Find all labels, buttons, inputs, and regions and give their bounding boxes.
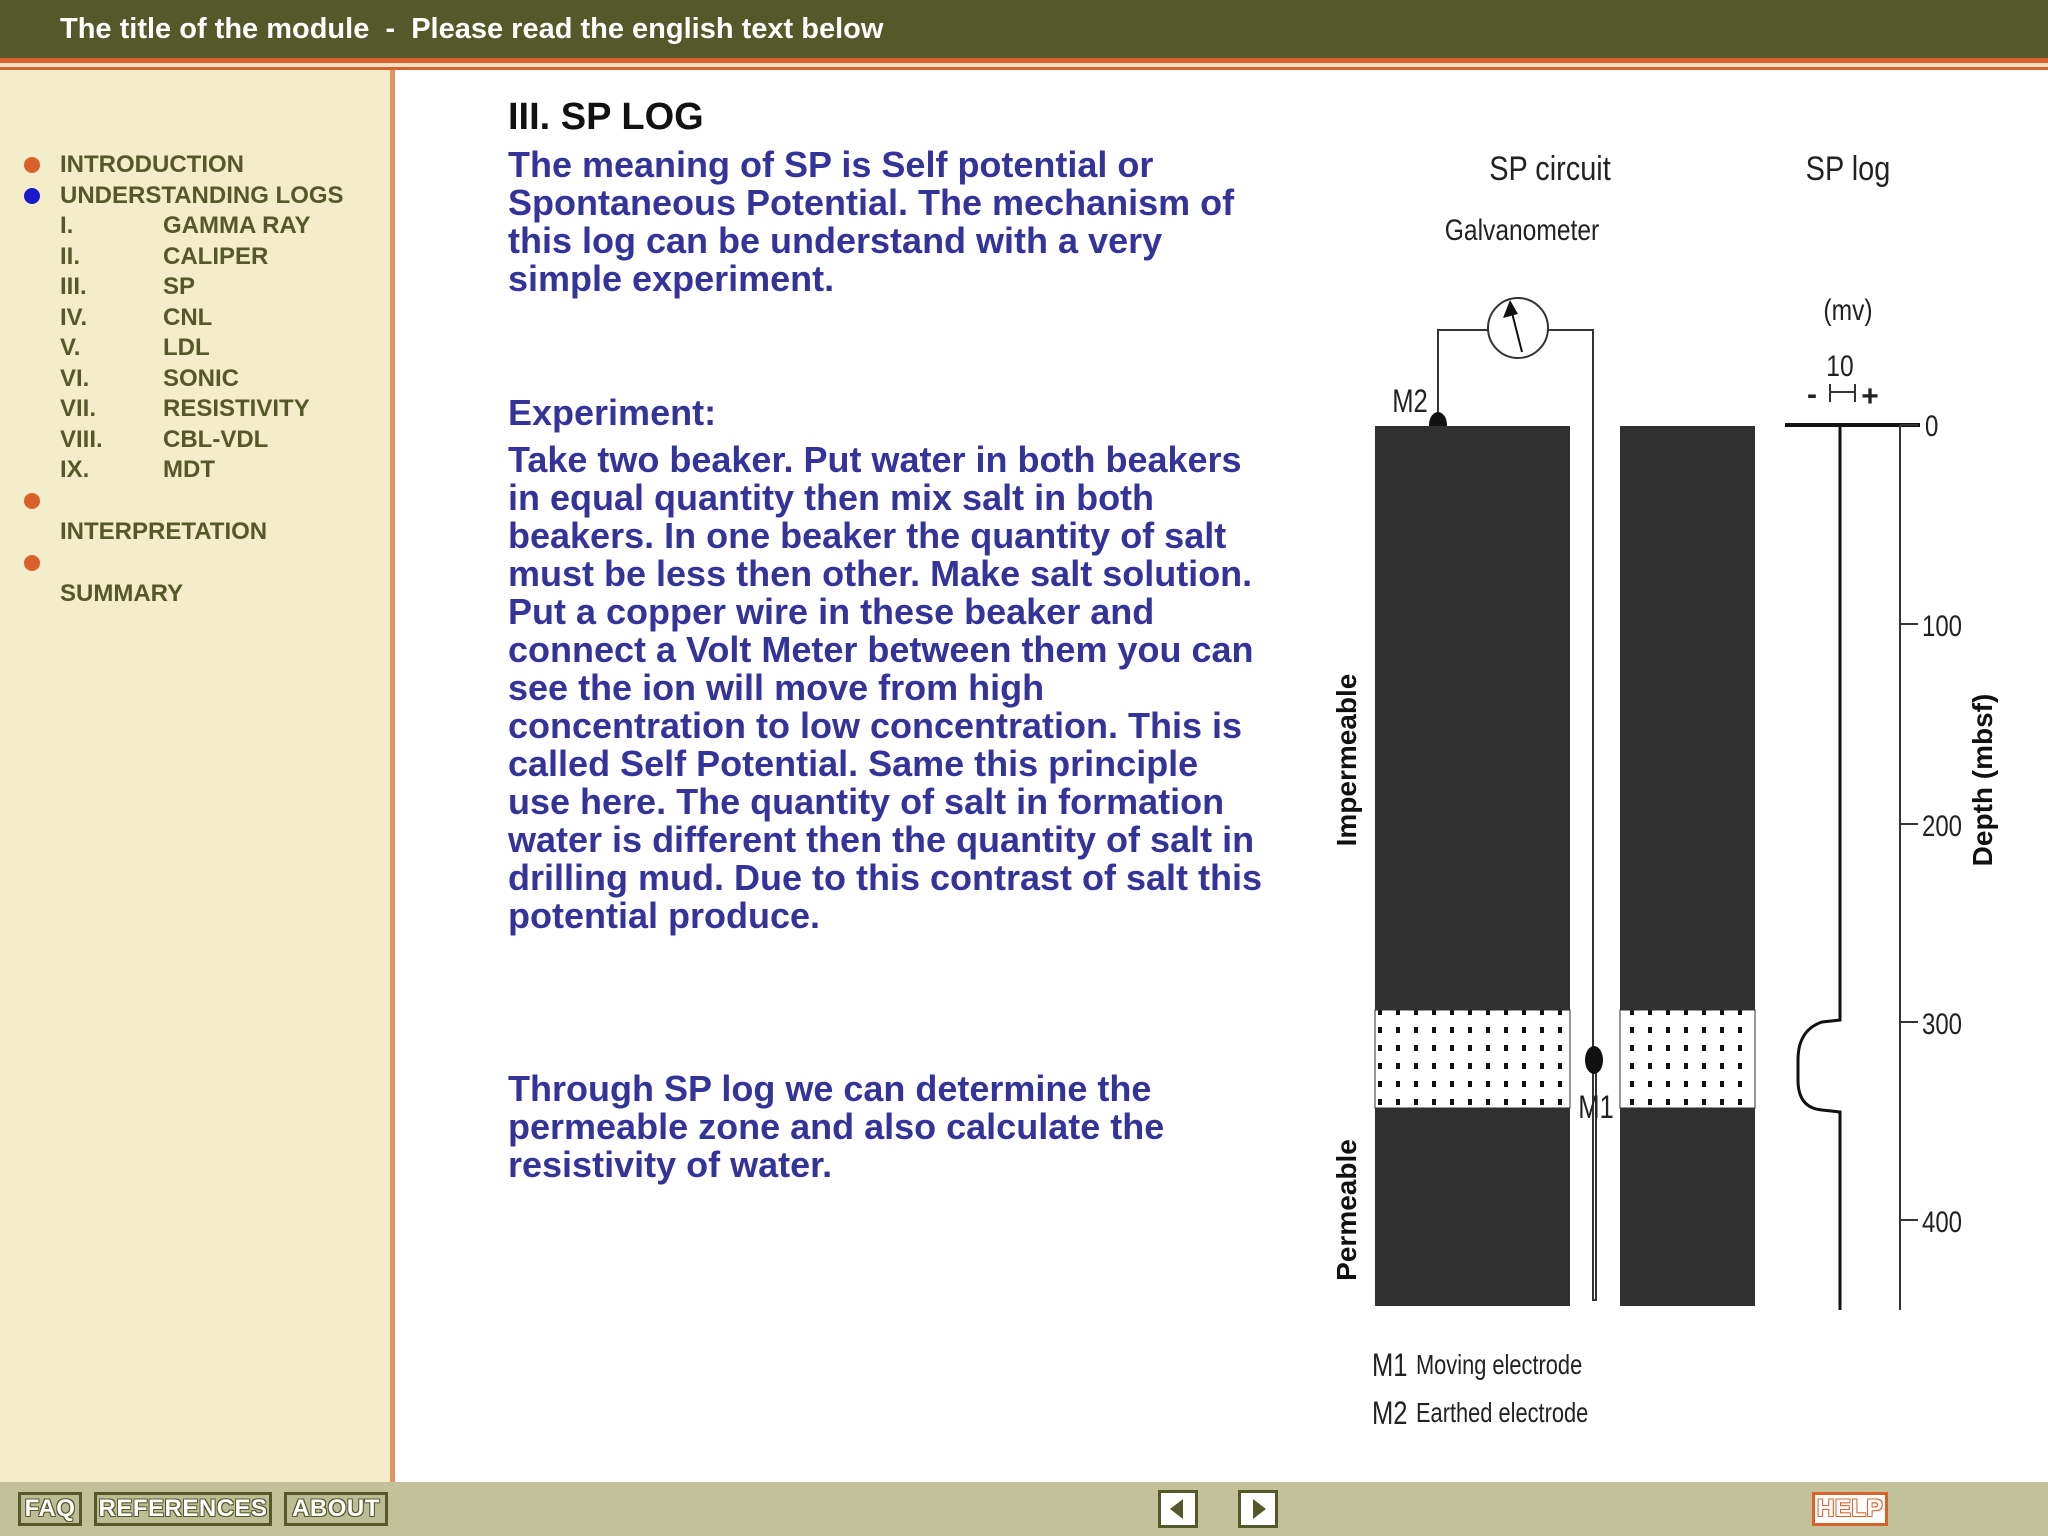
- nav-sub-caliper[interactable]: CALIPER: [163, 243, 269, 270]
- conclusion-paragraph: Through SP log we can determine the perm…: [508, 1068, 1165, 1185]
- depth-tick-label: 200: [1922, 808, 1962, 842]
- circuit-wire-right: [1548, 329, 1597, 1301]
- header-divider: [0, 58, 2048, 63]
- nav-sub-number: III.: [60, 273, 87, 300]
- nav-item-interpretation[interactable]: INTERPRETATION: [60, 518, 268, 545]
- nav-sub-number: IX.: [60, 456, 90, 483]
- experiment-paragraph: Take two beaker. Put water in both beake…: [508, 439, 1263, 936]
- nav-sub-number: V.: [60, 334, 81, 361]
- depth-tick-label: 0: [1925, 408, 1938, 442]
- sidebar-border: [390, 70, 395, 1482]
- next-button[interactable]: [1238, 1490, 1278, 1528]
- legend-code: M2: [1372, 1396, 1408, 1431]
- arrow-left-icon: [1170, 1499, 1183, 1519]
- formation-impermeable-lower-left: [1375, 1108, 1570, 1306]
- bullet-icon: [24, 555, 40, 571]
- legend-code: M1: [1372, 1348, 1408, 1383]
- references-button[interactable]: REFERENCES: [94, 1492, 272, 1526]
- galvanometer-icon: [1487, 297, 1549, 359]
- header-divider-bottom: [0, 67, 2048, 70]
- m1-electrode: [1585, 1046, 1603, 1074]
- galvanometer-label: Galvanometer: [1445, 213, 1599, 247]
- scale-minus: -: [1807, 378, 1817, 411]
- formation-permeable-left: [1374, 1009, 1571, 1109]
- circuit-wire-left: [1437, 329, 1488, 425]
- nav-sub-number: VIII.: [60, 426, 103, 453]
- m1-label: M1: [1578, 1090, 1614, 1125]
- nav-sub-ldl[interactable]: LDL: [163, 334, 210, 361]
- scale-value: 10: [1826, 349, 1853, 383]
- nav-sub-sp[interactable]: SP: [163, 273, 196, 300]
- formation-permeable-right: [1619, 1009, 1756, 1109]
- nav-sub-cnl[interactable]: CNL: [163, 304, 213, 331]
- faq-button[interactable]: FAQ: [18, 1492, 82, 1526]
- sidebar: [0, 70, 390, 1482]
- impermeable-label: Impermeable: [1331, 674, 1362, 847]
- nav-sub-cbl-vdl[interactable]: CBL-VDL: [163, 426, 269, 453]
- needle-arrow-icon: [1503, 300, 1518, 318]
- nav-sub-number: II.: [60, 243, 81, 270]
- module-title: The title of the module - Please read th…: [60, 13, 884, 45]
- nav-sub-number: IV.: [60, 304, 88, 331]
- nav-item-introduction[interactable]: INTRODUCTION: [60, 151, 244, 178]
- nav-item-summary[interactable]: SUMMARY: [60, 580, 184, 607]
- bullet-icon: [24, 157, 40, 173]
- legend-text: Earthed electrode: [1416, 1397, 1588, 1428]
- about-button[interactable]: ABOUT: [284, 1492, 388, 1526]
- nav-sub-number: VII.: [60, 395, 97, 422]
- sp-log-label: SP log: [1806, 149, 1891, 188]
- nav-item-understanding-logs[interactable]: UNDERSTANDING LOGS: [60, 182, 344, 209]
- mv-label: (mv): [1823, 293, 1872, 327]
- bullet-icon: [24, 493, 40, 509]
- help-button[interactable]: HELP: [1812, 1492, 1888, 1526]
- footer-bar: FAQ REFERENCES ABOUT HELP: [0, 1482, 2048, 1536]
- formation-impermeable-lower-right: [1620, 1108, 1755, 1306]
- nav-sub-resistivity[interactable]: RESISTIVITY: [163, 395, 310, 422]
- scale-plus: +: [1861, 380, 1879, 413]
- permeable-label: Permeable: [1331, 1139, 1362, 1281]
- nav-sub-number: VI.: [60, 365, 90, 392]
- nav-sub-gamma-ray[interactable]: GAMMA RAY: [163, 212, 311, 239]
- sp-log-curve: [1796, 425, 1842, 1310]
- header-bar: The title of the module - Please read th…: [0, 0, 2048, 58]
- bullet-icon-active: [24, 188, 40, 204]
- depth-tick-label: 400: [1922, 1204, 1962, 1238]
- intro-paragraph: The meaning of SP is Self potential or S…: [508, 144, 1235, 299]
- sp-circuit-label: SP circuit: [1489, 149, 1611, 188]
- depth-axis-label: Depth (mbsf): [1967, 694, 1998, 867]
- arrow-right-icon: [1253, 1499, 1266, 1519]
- content-area: [395, 70, 2048, 1482]
- nav-sub-sonic[interactable]: SONIC: [163, 365, 240, 392]
- formation-impermeable-upper-left: [1375, 426, 1570, 1010]
- header-divider-light: [0, 63, 2048, 67]
- previous-button[interactable]: [1158, 1490, 1198, 1528]
- m2-label: M2: [1392, 384, 1428, 419]
- page-title: III. SP LOG: [508, 96, 704, 138]
- legend-text: Moving electrode: [1416, 1349, 1582, 1380]
- formation-impermeable-upper-right: [1620, 426, 1755, 1010]
- experiment-title: Experiment:: [508, 392, 717, 433]
- sp-log-diagram: SP circuit SP log Galvanometer M2 M1 Imp…: [1331, 149, 1998, 1432]
- depth-tick-label: 100: [1922, 608, 1962, 642]
- depth-tick-label: 300: [1922, 1006, 1962, 1040]
- nav-sub-number: I.: [60, 212, 74, 239]
- nav-sub-mdt[interactable]: MDT: [163, 456, 215, 483]
